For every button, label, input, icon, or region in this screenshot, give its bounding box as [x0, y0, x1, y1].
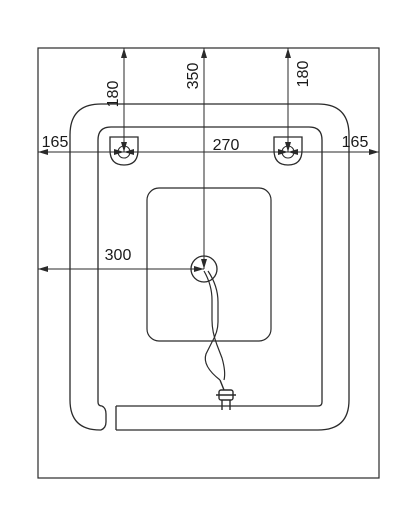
wall-outline — [37, 47, 380, 479]
dimension-left-hook-height — [121, 48, 127, 152]
label-hook-spacing: 270 — [213, 137, 240, 154]
dimension-cable-height — [201, 48, 207, 269]
label-right-margin: 165 — [342, 134, 369, 151]
label-right-hook-height: 180 — [295, 61, 312, 88]
dimension-right-hook-height — [285, 48, 291, 152]
dimension-cable-offset — [38, 266, 204, 272]
power-cable — [203, 270, 226, 381]
power-plug — [216, 379, 236, 410]
label-cable-offset: 300 — [105, 247, 132, 264]
label-left-margin: 165 — [42, 134, 69, 151]
frame-gap-left — [100, 405, 107, 431]
center-panel — [146, 187, 272, 342]
label-cable-height: 350 — [185, 63, 202, 90]
mirror-frame-outer — [69, 103, 350, 431]
mirror-frame-inner — [97, 126, 323, 407]
label-left-hook-height: 180 — [105, 81, 122, 108]
dimension-horizontal-hooks — [38, 149, 379, 155]
